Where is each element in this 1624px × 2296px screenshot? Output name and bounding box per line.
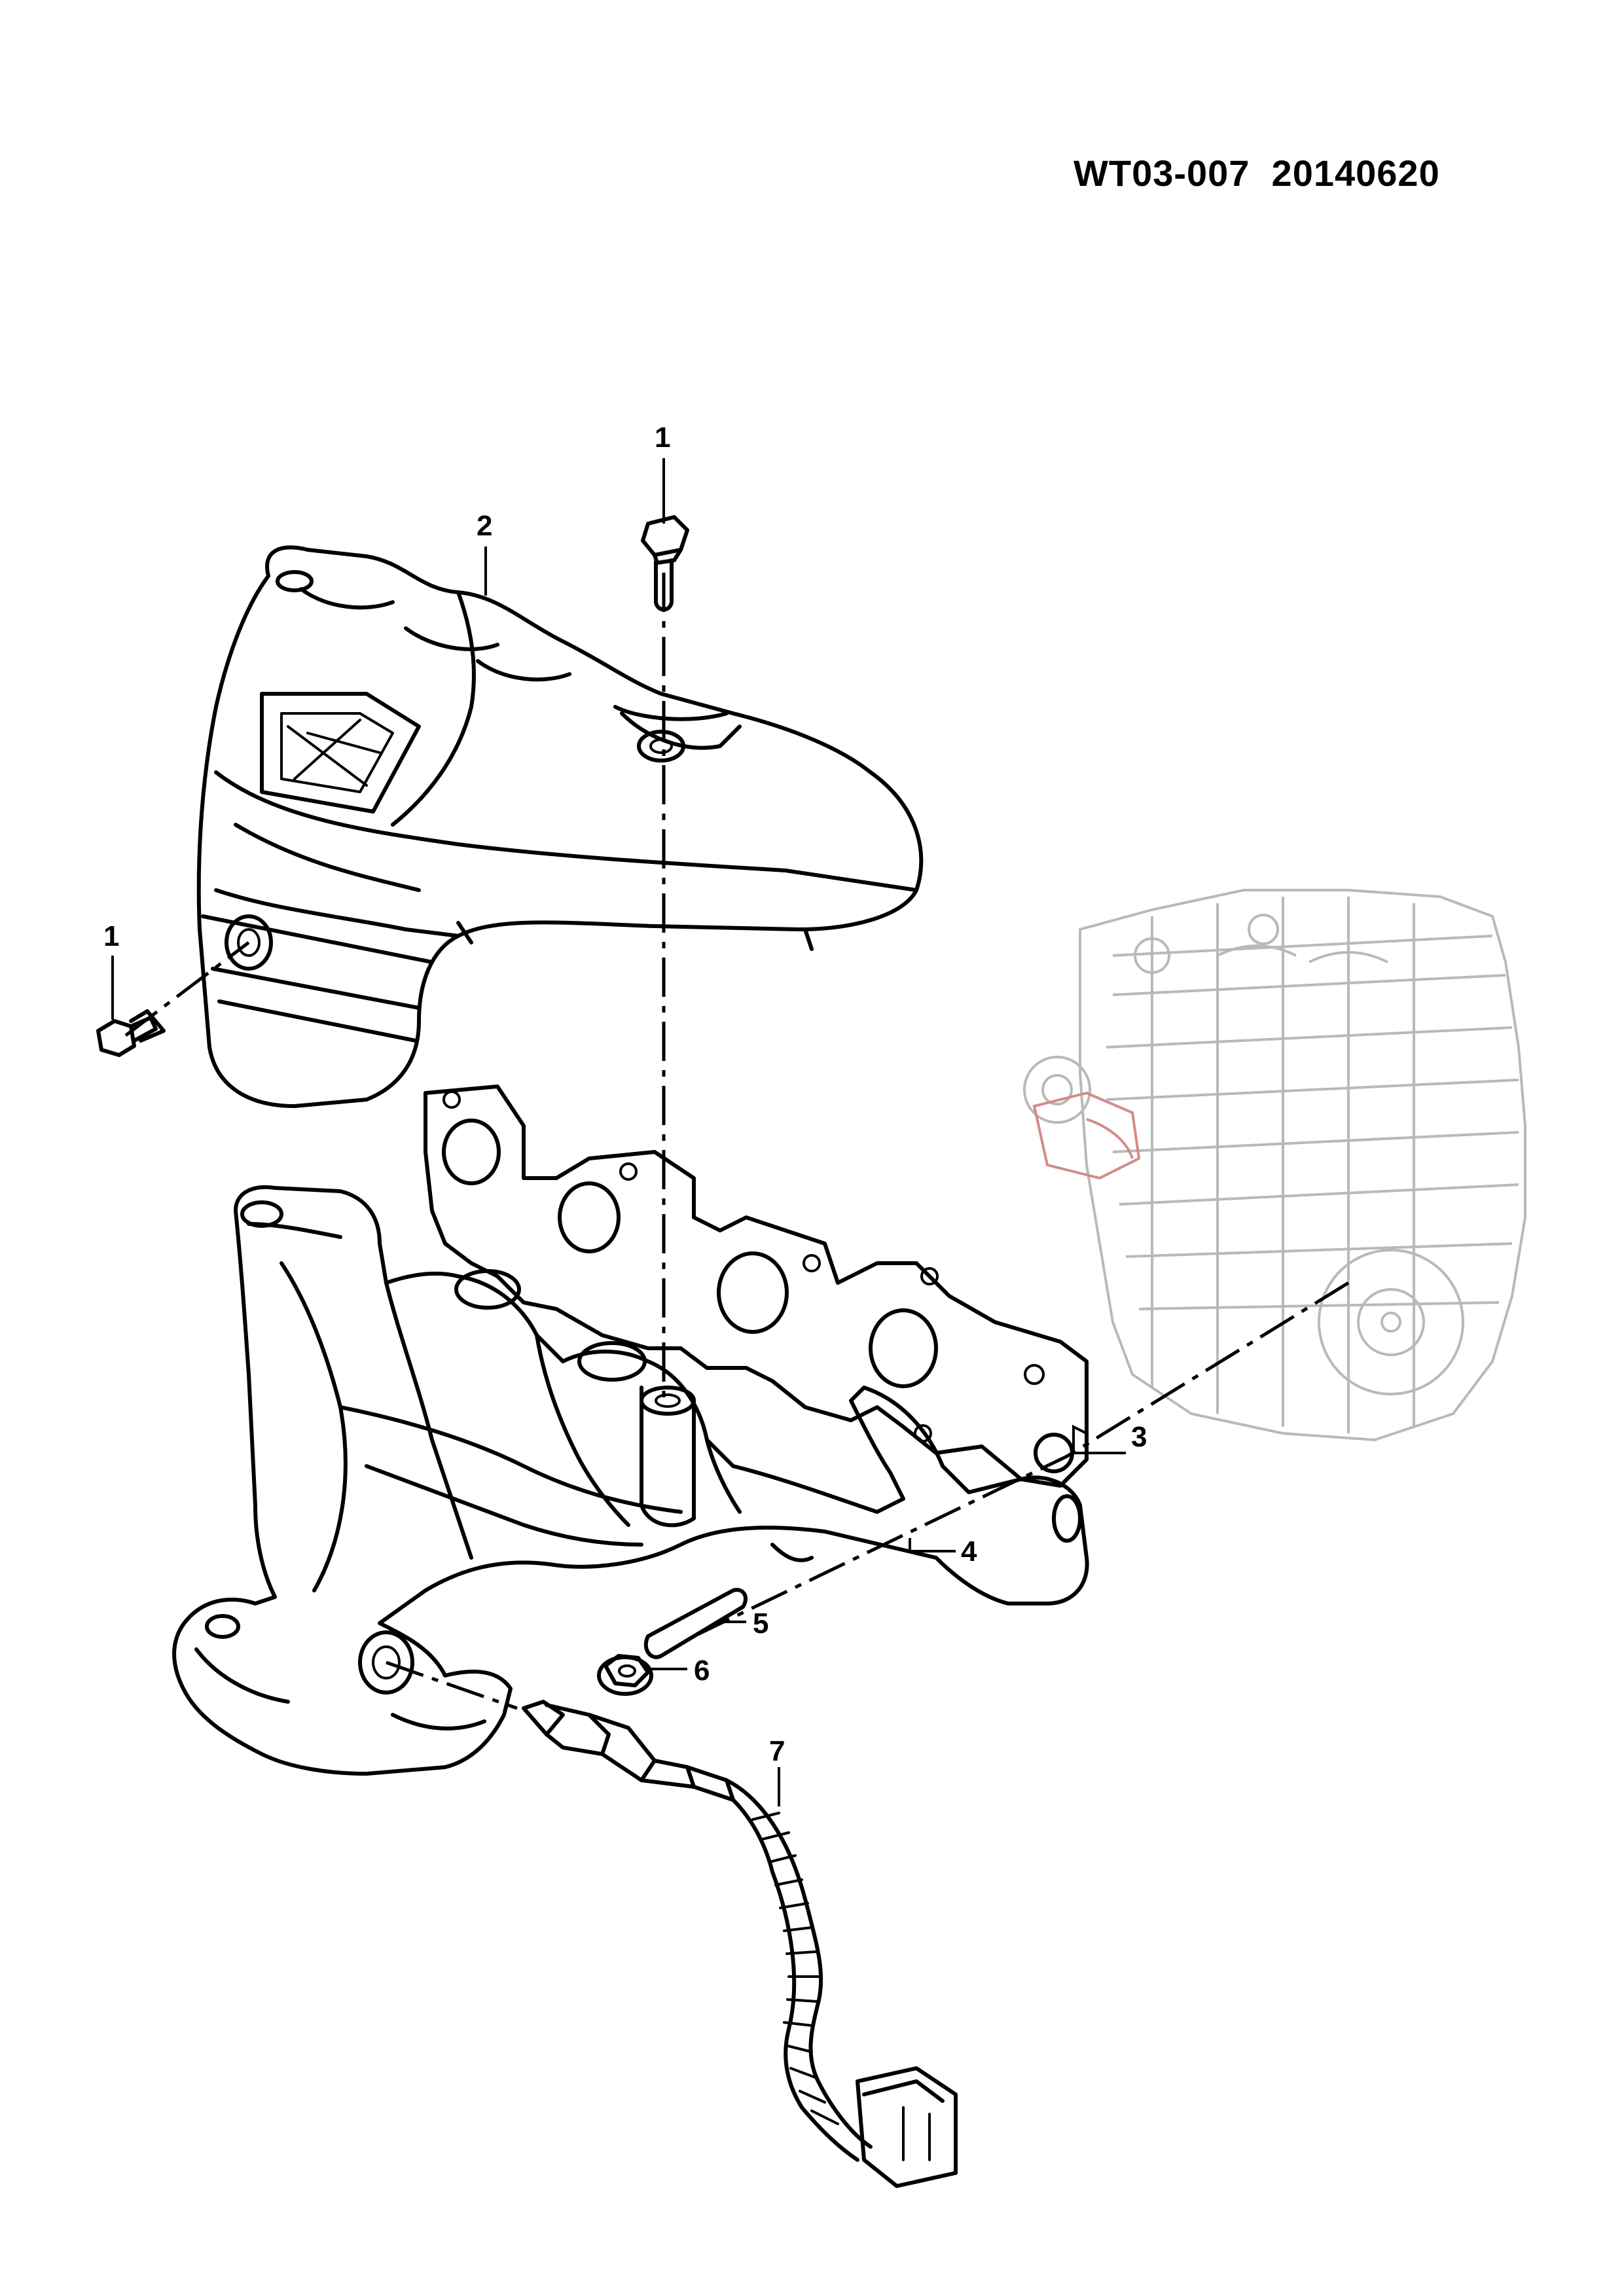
callout-2: 2 bbox=[477, 510, 492, 542]
callout-4: 4 bbox=[961, 1535, 977, 1568]
callout-leaders bbox=[111, 458, 1126, 1806]
callout-1-left: 1 bbox=[103, 920, 119, 952]
callout-6: 6 bbox=[694, 1655, 710, 1687]
flange-nut bbox=[597, 1654, 653, 1696]
heat-shield bbox=[196, 545, 924, 1108]
exhaust-manifold bbox=[172, 1185, 1089, 1776]
callout-3: 3 bbox=[1131, 1421, 1147, 1453]
stud bbox=[643, 1588, 748, 1659]
document-code: WT03-007 20140620 bbox=[1074, 152, 1440, 194]
manifold-gasket bbox=[424, 1085, 1089, 1488]
callout-1-top: 1 bbox=[655, 422, 670, 454]
callout-5: 5 bbox=[753, 1607, 768, 1640]
engine-reference-drawing bbox=[1023, 889, 1526, 1441]
callout-7: 7 bbox=[769, 1735, 785, 1767]
oxygen-sensor bbox=[522, 1700, 958, 2188]
assembly-center-lines bbox=[124, 573, 1350, 1710]
callouts: 1 1 2 3 4 5 6 7 bbox=[103, 422, 1147, 1767]
